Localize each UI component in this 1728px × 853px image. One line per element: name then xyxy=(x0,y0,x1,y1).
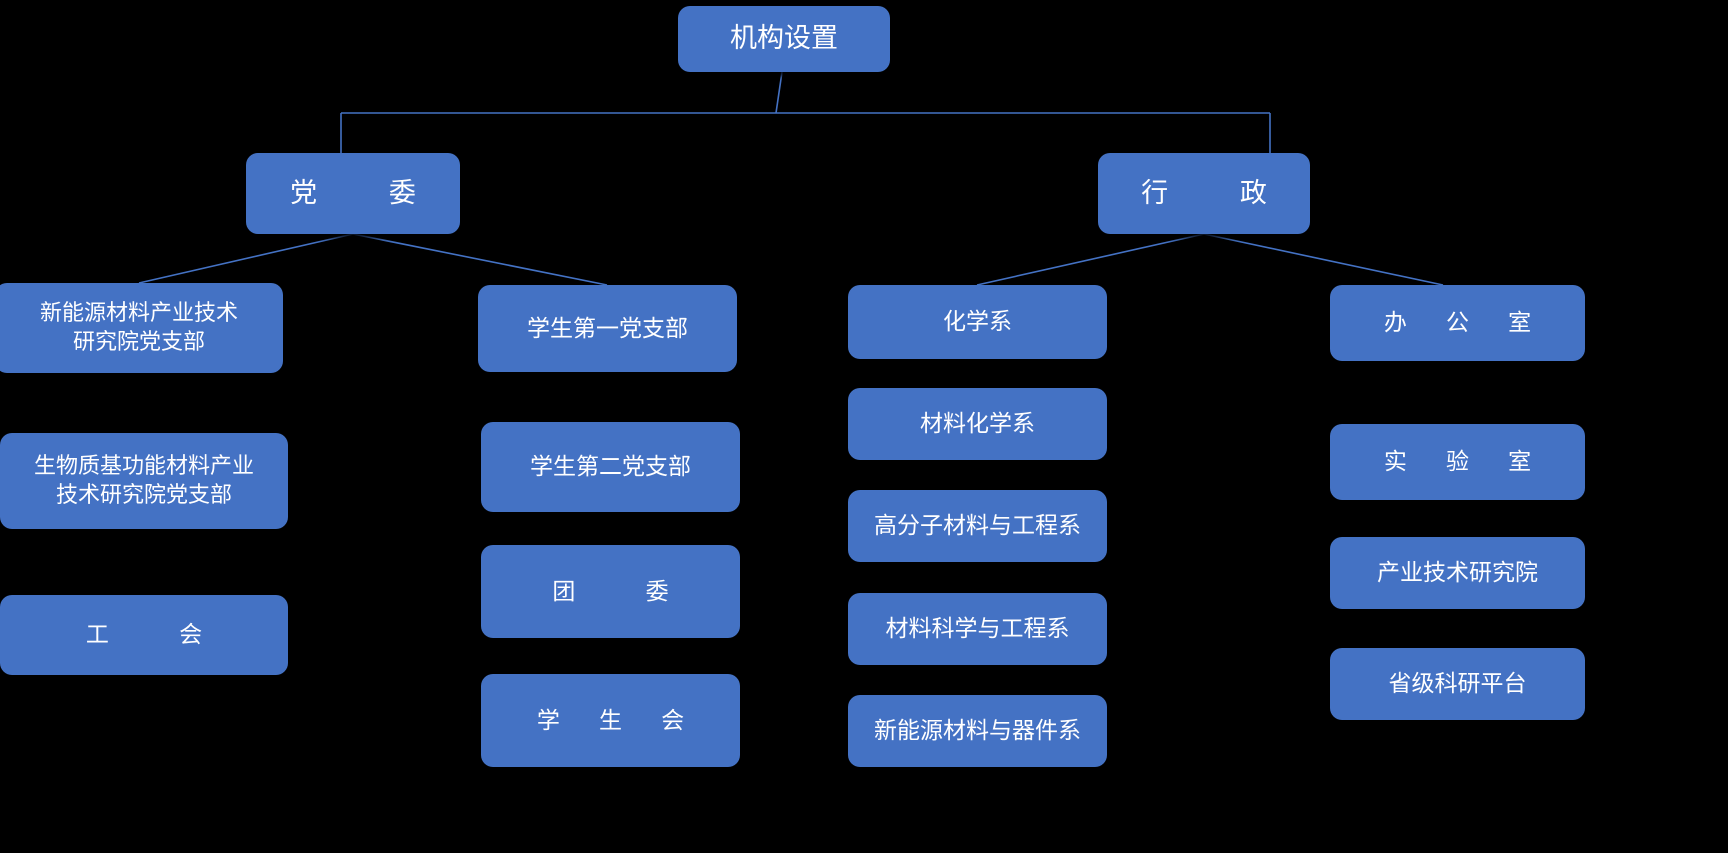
root-label: 机构设置 xyxy=(730,23,838,54)
node-clkxygcx-label: 材料科学与工程系 xyxy=(885,616,1070,642)
node-sjkyptai-label: 省级科研平台 xyxy=(1388,671,1527,697)
node-gonghui[interactable]: 工 会 xyxy=(0,595,288,675)
node-swzjgnclcyjsyjydzb-label: 生物质基功能材料产业 技术研究院党支部 xyxy=(33,453,254,507)
node-clhxx[interactable]: 材料化学系 xyxy=(848,388,1107,460)
node-xnyclyqjx[interactable]: 新能源材料与器件系 xyxy=(848,695,1107,767)
node-xnyclyqjx-label: 新能源材料与器件系 xyxy=(874,718,1081,744)
xingzheng[interactable]: 行 政 xyxy=(1098,153,1310,234)
node-shiyanshi[interactable]: 实 验 室 xyxy=(1330,424,1585,500)
node-xnyclcyjsyjydzb[interactable]: 新能源材料产业技术 研究院党支部 xyxy=(0,283,283,373)
node-clhxx-label: 材料化学系 xyxy=(920,411,1035,437)
connector-dw-to-c1 xyxy=(138,233,354,284)
node-tuanwei[interactable]: 团 委 xyxy=(481,545,740,638)
node-xsdyydzb[interactable]: 学生第一党支部 xyxy=(478,285,737,372)
connector-xz-to-c2 xyxy=(1203,233,1444,286)
node-gonghui-label: 工 会 xyxy=(85,622,211,648)
node-huaxuexi[interactable]: 化学系 xyxy=(848,285,1107,359)
node-sjkyptai[interactable]: 省级科研平台 xyxy=(1330,648,1585,720)
node-cyjsyjy-label: 产业技术研究院 xyxy=(1377,560,1538,586)
node-xsdyydzb-label: 学生第一党支部 xyxy=(527,315,688,341)
node-swzjgnclcyjsyjydzb[interactable]: 生物质基功能材料产业 技术研究院党支部 xyxy=(0,433,288,529)
node-bangongshi[interactable]: 办 公 室 xyxy=(1330,285,1585,361)
node-huaxuexi-label: 化学系 xyxy=(943,309,1012,335)
node-clkxygcx[interactable]: 材料科学与工程系 xyxy=(848,593,1107,665)
connector-dw-to-c2 xyxy=(352,233,608,286)
node-xsdeydzb-label: 学生第二党支部 xyxy=(530,454,691,480)
node-xnyclcyjsyjydzb-label: 新能源材料产业技术 研究院党支部 xyxy=(39,300,238,354)
node-shiyanshi-label: 实 验 室 xyxy=(1383,449,1540,475)
node-cyjsyjy[interactable]: 产业技术研究院 xyxy=(1330,537,1585,609)
root[interactable]: 机构设置 xyxy=(678,6,890,72)
dangwei-label: 党 委 xyxy=(290,177,422,208)
dangwei[interactable]: 党 委 xyxy=(246,153,460,234)
node-bangongshi-label: 办 公 室 xyxy=(1383,310,1540,336)
node-xueshenghui-label: 学 生 会 xyxy=(536,707,693,733)
node-xueshenghui[interactable]: 学 生 会 xyxy=(481,674,740,767)
xingzheng-label: 行 政 xyxy=(1141,177,1273,208)
connector-xz-to-c1 xyxy=(976,233,1205,286)
connector-root-stem xyxy=(775,71,783,114)
node-tuanwei-label: 团 委 xyxy=(552,578,677,604)
node-gfzclygcx[interactable]: 高分子材料与工程系 xyxy=(848,490,1107,562)
node-xsdeydzb[interactable]: 学生第二党支部 xyxy=(481,422,740,512)
node-gfzclygcx-label: 高分子材料与工程系 xyxy=(874,513,1081,539)
